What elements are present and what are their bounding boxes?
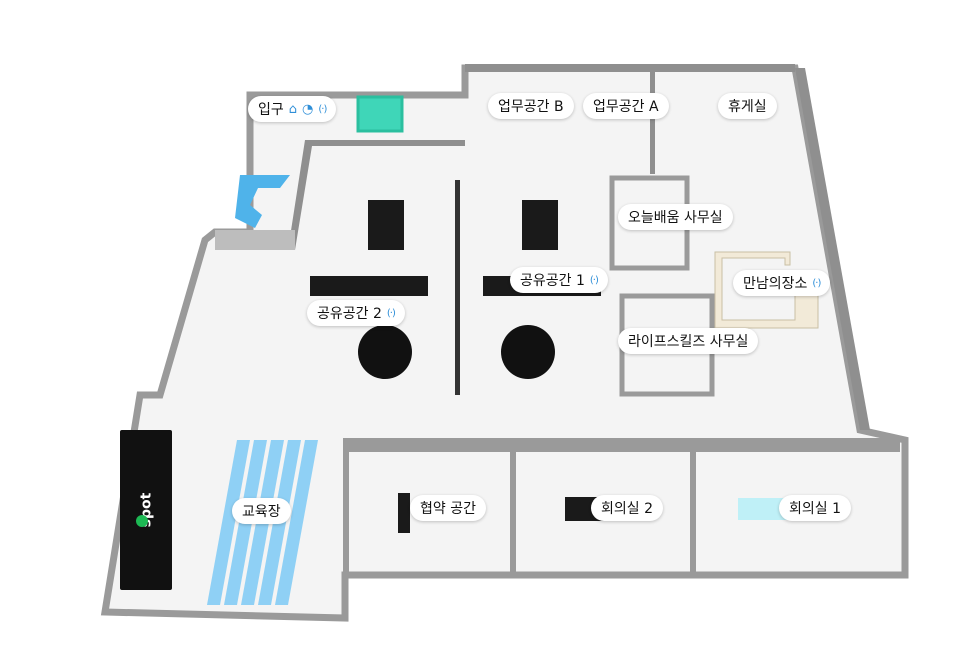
label-entrance[interactable]: 입구 ⌂ ◔ (·) [248, 96, 337, 122]
label-education-hall[interactable]: 교육장 [232, 498, 291, 524]
label-today-class-office[interactable]: 오늘배움 사무실 [618, 204, 733, 230]
workspace-a-label-text: 업무공간 A [593, 99, 659, 115]
label-meeting-room-1[interactable]: 회의실 1 [779, 495, 851, 521]
wall-room-div-1 [510, 440, 516, 572]
wall-workspace-divider [650, 64, 655, 174]
label-lounge[interactable]: 휴게실 [718, 93, 777, 119]
exterior-wall-right [795, 68, 870, 430]
label-agreement-space[interactable]: 협약 공간 [410, 495, 486, 521]
entrance-label-text: 입구 [258, 102, 284, 118]
round-table-left [358, 325, 412, 379]
wall-top [465, 64, 795, 72]
label-workspace-a[interactable]: 업무공간 A [583, 93, 669, 119]
flag-wall [215, 230, 295, 250]
long-table-left [310, 276, 428, 296]
table-center-top-left [368, 200, 404, 250]
meeting-room-2-label-text: 회의실 2 [601, 501, 653, 517]
meeting-room-1-label-text: 회의실 1 [789, 501, 841, 517]
workspace-b-label-text: 업무공간 B [498, 99, 564, 115]
meeting-place-label-text: 만남의장소 [743, 276, 808, 292]
agreement-space-label-text: 협약 공간 [420, 501, 476, 517]
wall-bottom-rooms [345, 438, 900, 452]
lounge-label-text: 휴게실 [728, 99, 767, 115]
wifi-icon: (·) [812, 277, 821, 289]
education-hall-label-text: 교육장 [242, 504, 281, 520]
label-meeting-room-2[interactable]: 회의실 2 [591, 495, 663, 521]
label-shared-space-1[interactable]: 공유공간 1 (·) [510, 267, 608, 293]
wifi-icon: (·) [589, 274, 599, 286]
entrance-pool [356, 95, 404, 133]
label-lifeskills-office[interactable]: 라이프스킬즈 사무실 [618, 328, 759, 354]
spot-logo-dot [136, 515, 148, 527]
wall-room-left [343, 438, 349, 576]
spot-screen: spot [120, 430, 172, 590]
reception-desk [235, 175, 290, 228]
lifeskills-office-label-text: 라이프스킬즈 사무실 [628, 334, 749, 350]
table-center-top-right [522, 200, 558, 250]
today-class-office-label-text: 오늘배움 사무실 [628, 210, 723, 226]
home-icon: ⌂ [288, 101, 298, 117]
wifi-icon: (·) [386, 307, 396, 319]
round-table-right [501, 325, 555, 379]
shared-space-1-label-text: 공유공간 1 [520, 273, 585, 289]
center-divider [455, 180, 460, 395]
wifi-icon: (·) [318, 103, 327, 115]
agreement-table [398, 493, 410, 533]
label-shared-space-2[interactable]: 공유공간 2 (·) [307, 300, 405, 326]
wall-room-div-2 [690, 440, 696, 572]
label-meeting-place[interactable]: 만남의장소 (·) [733, 270, 831, 296]
shared-space-2-label-text: 공유공간 2 [317, 306, 382, 322]
sensor-icon: ◔ [302, 101, 314, 117]
label-workspace-b[interactable]: 업무공간 B [488, 93, 574, 119]
entrance-wall [288, 140, 465, 250]
